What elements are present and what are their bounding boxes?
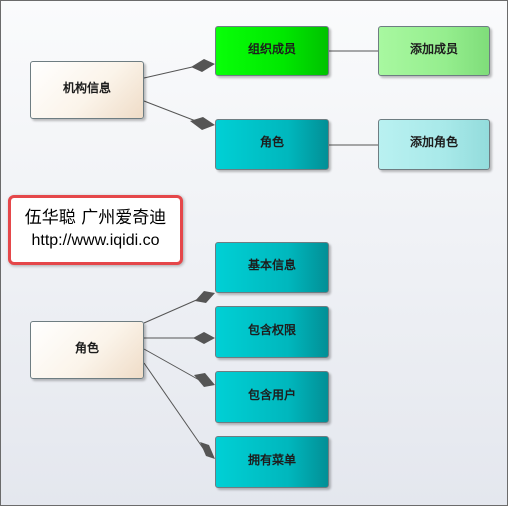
node-menus[interactable]: 拥有菜单 — [215, 436, 329, 488]
node-add-member-label: 添加成员 — [409, 41, 458, 56]
diamond-perm — [193, 332, 215, 344]
node-org-info[interactable]: 机构信息 — [30, 61, 144, 119]
diamond-members — [191, 59, 215, 72]
node-roles[interactable]: 角色 — [215, 119, 329, 170]
node-basic-info[interactable]: 基本信息 — [215, 242, 329, 293]
node-org-members[interactable]: 组织成员 — [215, 26, 329, 76]
diamond-users — [194, 373, 215, 387]
node-basic-info-label: 基本信息 — [247, 258, 296, 272]
link-role-menu — [143, 362, 206, 452]
diamond-roles — [190, 117, 215, 130]
watermark-url: http://www.iqidi.co — [31, 232, 160, 249]
node-add-member[interactable]: 添加成员 — [378, 26, 490, 76]
node-add-role[interactable]: 添加角色 — [378, 119, 490, 170]
link-role-basic — [143, 297, 202, 324]
node-role[interactable]: 角色 — [30, 321, 144, 379]
node-add-role-label: 添加角色 — [409, 135, 458, 149]
watermark-name: 伍华聪 广州爱奇迪 — [24, 208, 167, 228]
diamond-menu — [200, 442, 215, 459]
node-menus-label: 拥有菜单 — [247, 452, 296, 467]
node-roles-label: 角色 — [259, 135, 284, 149]
node-users[interactable]: 包含用户 — [215, 371, 329, 423]
watermark-box: 伍华聪 广州爱奇迪 http://www.iqidi.co — [8, 195, 183, 265]
node-role-label: 角色 — [74, 340, 99, 355]
node-users-label: 包含用户 — [247, 387, 296, 402]
node-org-members-label: 组织成员 — [247, 41, 296, 56]
link-role-users — [143, 348, 202, 382]
link-root-roles — [143, 100, 202, 124]
node-permissions[interactable]: 包含权限 — [215, 306, 329, 358]
diamond-basic — [195, 291, 215, 303]
node-permissions-label: 包含权限 — [247, 322, 296, 337]
node-org-info-label: 机构信息 — [62, 80, 111, 95]
